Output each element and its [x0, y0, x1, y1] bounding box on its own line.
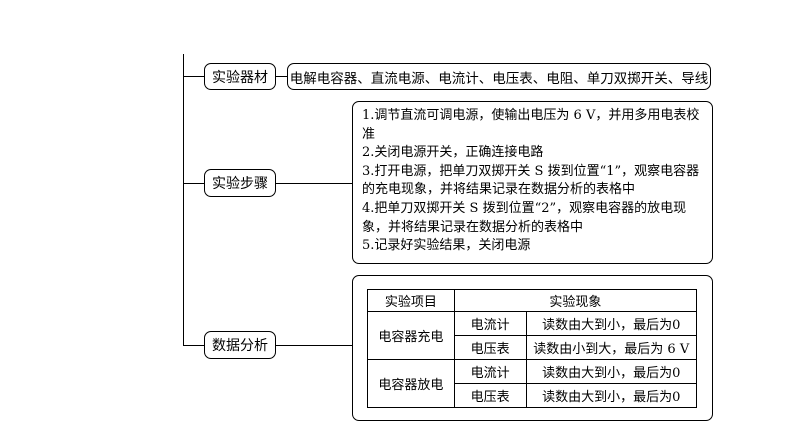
- connector-analysis: [276, 345, 352, 346]
- analysis-label: 数据分析: [212, 338, 268, 354]
- steps-label-box: 实验步骤: [204, 169, 276, 197]
- step-line: 1.调节直流可调电源，使输出电压为 6 V，并用多用电表校准: [362, 108, 700, 142]
- table-header-item: 实验项目: [367, 289, 455, 312]
- steps-label: 实验步骤: [212, 176, 268, 192]
- equipment-label: 实验器材: [212, 69, 268, 86]
- analysis-label-box: 数据分析: [204, 331, 276, 359]
- analysis-table: 实验项目 实验现象 电容器充电 电流计 读数由大到小，最后为0 电压表 读数由小…: [367, 289, 698, 408]
- equipment-label-box: 实验器材: [204, 63, 276, 90]
- step-line: 3.打开电源，把单刀双掷开关 S 拨到位置“1”，观察电容器的充电现象，并将结果…: [362, 163, 700, 198]
- table-cell-meter: 电流计: [453, 359, 527, 384]
- table-group-charging: 电容器充电: [367, 311, 455, 360]
- equipment-content-box: 电解电容器、直流电源、电流计、电压表、电阻、单刀双掷开关、导线: [287, 63, 711, 90]
- analysis-content-box: 实验项目 实验现象 电容器充电 电流计 读数由大到小，最后为0 电压表 读数由小…: [352, 275, 713, 421]
- table-cell-phenomenon: 读数由小到大，最后为 6 V: [525, 335, 698, 360]
- tree-trunk-line: [183, 54, 184, 345]
- steps-content-box: 1.调节直流可调电源，使输出电压为 6 V，并用多用电表校准 2.关闭电源开关，…: [352, 101, 713, 264]
- table-cell-meter: 电压表: [453, 335, 527, 360]
- table-cell-meter: 电流计: [453, 311, 527, 336]
- branch-line-equipment: [183, 76, 204, 77]
- table-header-phenomenon: 实验现象: [453, 289, 698, 312]
- table-cell-phenomenon: 读数由大到小，最后为0: [525, 383, 698, 408]
- connector-steps: [276, 183, 352, 184]
- table-cell-meter: 电压表: [453, 383, 527, 408]
- equipment-content: 电解电容器、直流电源、电流计、电压表、电阻、单刀双掷开关、导线: [289, 70, 709, 87]
- branch-line-steps: [183, 183, 204, 184]
- table-cell-phenomenon: 读数由大到小，最后为0: [525, 311, 698, 336]
- table-cell-phenomenon: 读数由大到小，最后为0: [525, 359, 698, 384]
- table-group-discharging: 电容器放电: [367, 359, 455, 408]
- step-line: 4.把单刀双掷开关 S 拨到位置“2”，观察电容器的放电现象，并将结果记录在数据…: [362, 200, 687, 235]
- step-line: 5.记录好实验结果，关闭电源: [362, 238, 531, 254]
- branch-line-analysis: [183, 345, 204, 346]
- connector-equipment: [276, 76, 287, 77]
- step-line: 2.关闭电源开关，正确连接电路: [362, 145, 544, 161]
